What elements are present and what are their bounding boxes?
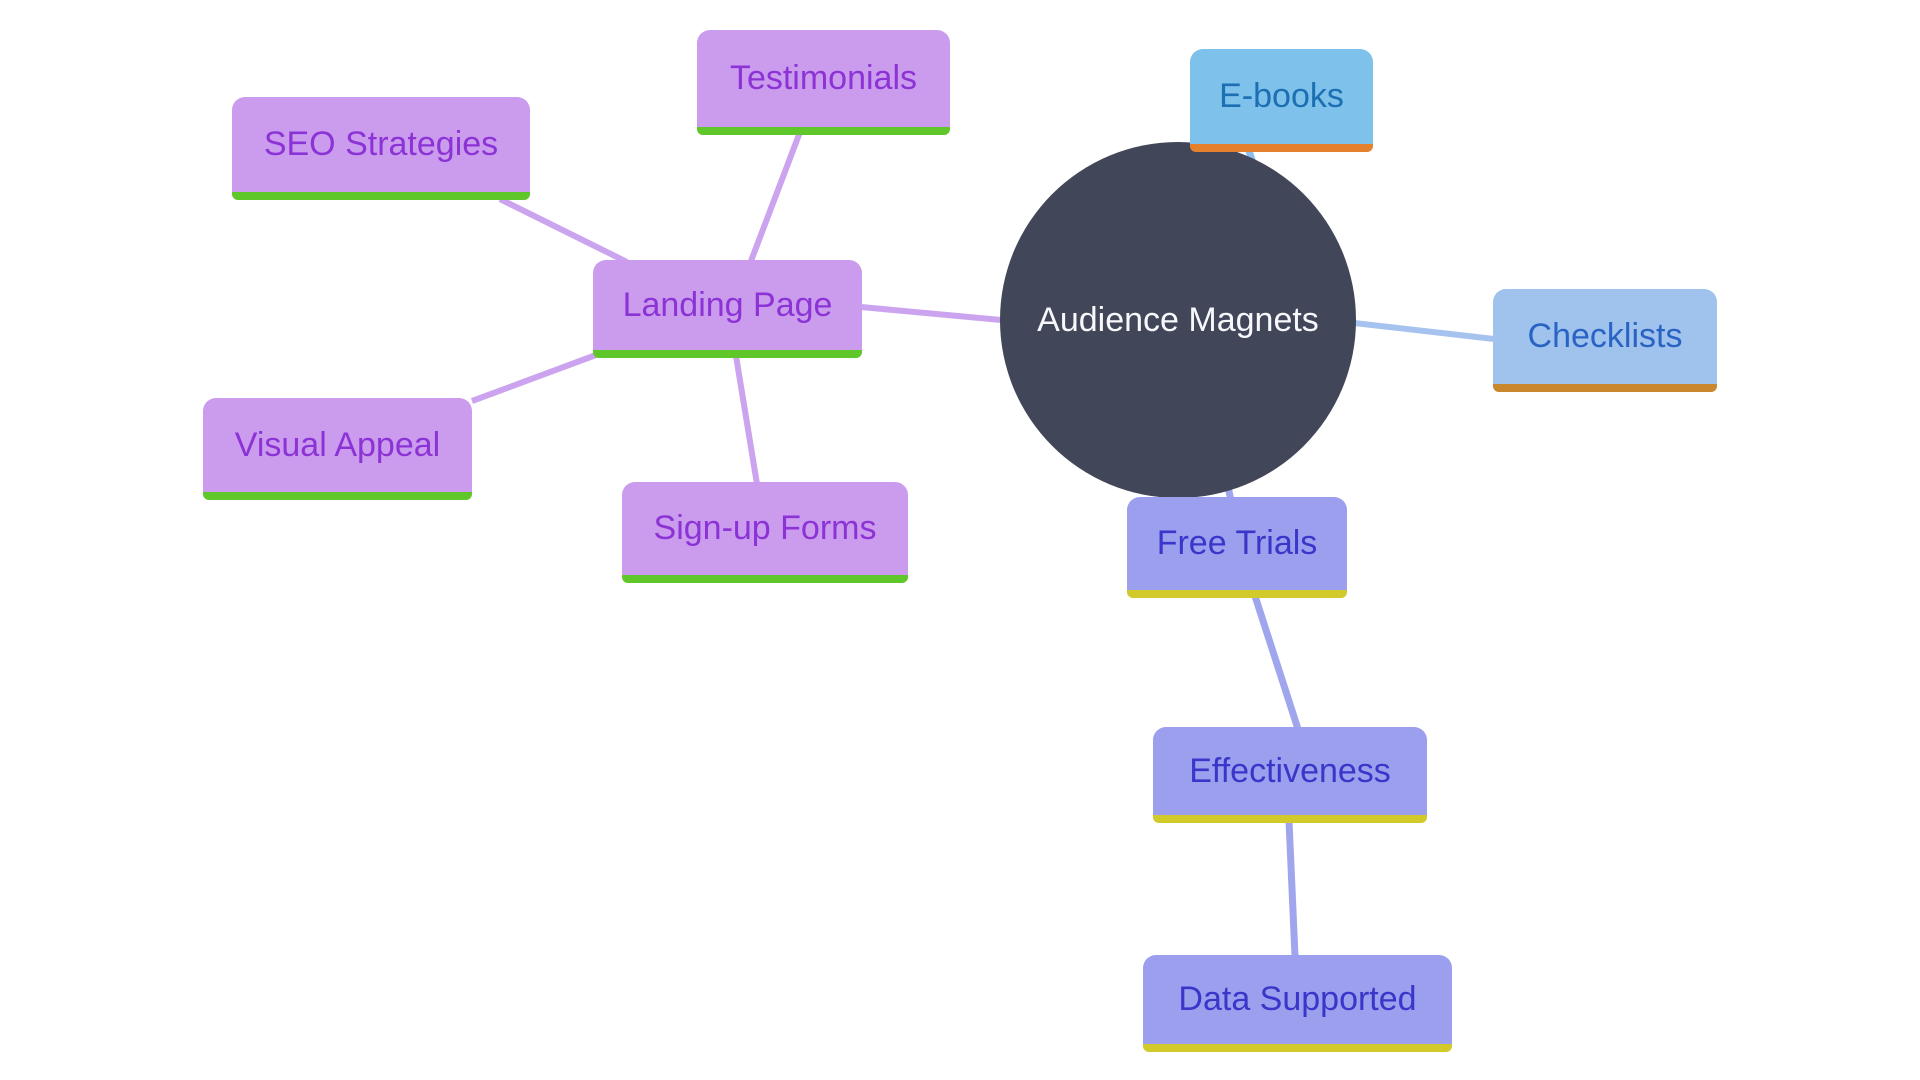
node-effectiveness: Effectiveness [1153, 727, 1427, 823]
node-label: Landing Page [622, 285, 833, 324]
node-label: Testimonials [729, 59, 918, 97]
node-label: Effectiveness [1189, 751, 1391, 790]
edge-testimonials-to-landing-page [748, 130, 803, 263]
node-data-supported: Data Supported [1143, 955, 1452, 1052]
edge-effectiveness-to-data-supported [1285, 820, 1299, 957]
edge-visual-appeal-to-landing-page [470, 352, 598, 404]
edge-checklists-to-audience-magnets [1353, 320, 1495, 342]
node-seo-strategies: SEO Strategies [232, 97, 530, 200]
edge-sign-up-forms-to-landing-page [733, 355, 760, 485]
node-label: Checklists [1527, 317, 1683, 355]
node-e-books: E-books [1190, 49, 1373, 152]
edge-landing-page-to-audience-magnets [860, 304, 1013, 324]
node-label: Visual Appeal [234, 425, 441, 464]
node-checklists: Checklists [1493, 289, 1717, 392]
node-testimonials: Testimonials [697, 30, 950, 135]
node-label: Data Supported [1178, 980, 1417, 1018]
edge-free-trials-to-effectiveness [1251, 594, 1302, 731]
node-label: Sign-up Forms [653, 509, 877, 547]
node-landing-page: Landing Page [593, 260, 862, 358]
node-label: Free Trials [1156, 524, 1318, 562]
node-visual-appeal: Visual Appeal [203, 398, 472, 500]
node-free-trials: Free Trials [1127, 497, 1347, 598]
node-label: SEO Strategies [263, 125, 499, 163]
node-audience-magnets: Audience Magnets [1000, 142, 1356, 498]
node-label: Audience Magnets [1037, 300, 1319, 339]
edge-seo-strategies-to-landing-page [498, 196, 629, 265]
node-label: E-books [1219, 77, 1344, 115]
node-sign-up-forms: Sign-up Forms [622, 482, 908, 583]
